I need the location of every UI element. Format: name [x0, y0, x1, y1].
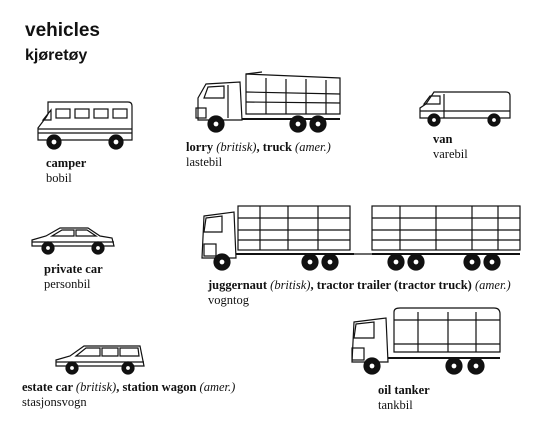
lorry-separator: ,	[256, 140, 263, 154]
juggernaut-label: juggernaut (britisk), tractor trailer (t…	[208, 278, 511, 308]
estate-car-label: estate car (britisk), station wagon (ame…	[22, 380, 235, 410]
oil-tanker-label: oil tanker tankbil	[378, 383, 430, 413]
oil-tanker-name: oil tanker	[378, 383, 430, 397]
lorry-name: lorry	[186, 140, 214, 154]
estate-car-separator: ,	[116, 380, 123, 394]
lorry-illustration	[194, 70, 342, 135]
van-translation: varebil	[433, 147, 468, 161]
lorry-label: lorry (britisk), truck (amer.) lastebil	[186, 140, 331, 170]
private-car-translation: personbil	[44, 277, 91, 291]
private-car-name: private car	[44, 262, 103, 276]
juggernaut-illustration	[200, 202, 524, 274]
juggernaut-separator: ,	[310, 278, 317, 292]
camper-translation: bobil	[46, 171, 72, 185]
estate-car-translation: stasjonsvogn	[22, 395, 87, 409]
estate-car-name: estate car	[22, 380, 73, 394]
juggernaut-alt-name: tractor trailer (tractor truck)	[316, 278, 472, 292]
estate-car-qualifier-british: (britisk)	[75, 380, 117, 394]
juggernaut-translation: vogntog	[208, 293, 249, 307]
page-title: vehicles	[25, 20, 100, 41]
lorry-translation: lastebil	[186, 155, 223, 169]
lorry-qualifier-british: (britisk)	[216, 140, 257, 154]
private-car-illustration	[30, 222, 116, 256]
van-name: van	[433, 132, 453, 146]
van-label: van varebil	[433, 132, 468, 162]
juggernaut-qualifier-american: (amer.)	[474, 278, 511, 292]
lorry-alt-name: truck	[262, 140, 292, 154]
estate-car-alt-name: station wagon	[122, 380, 197, 394]
lorry-qualifier-american: (amer.)	[295, 140, 331, 154]
van-illustration	[418, 88, 512, 130]
private-car-label: private car personbil	[44, 262, 103, 292]
oil-tanker-illustration	[348, 304, 504, 376]
estate-car-illustration	[54, 340, 146, 376]
estate-car-qualifier-american: (amer.)	[199, 380, 236, 394]
camper-illustration	[34, 98, 136, 153]
camper-name: camper	[46, 156, 87, 170]
page-subtitle: kjøretøy	[25, 47, 88, 64]
camper-label: camper bobil	[46, 156, 86, 186]
juggernaut-name: juggernaut	[208, 278, 268, 292]
juggernaut-qualifier-british: (britisk)	[270, 278, 311, 292]
oil-tanker-translation: tankbil	[378, 398, 413, 412]
